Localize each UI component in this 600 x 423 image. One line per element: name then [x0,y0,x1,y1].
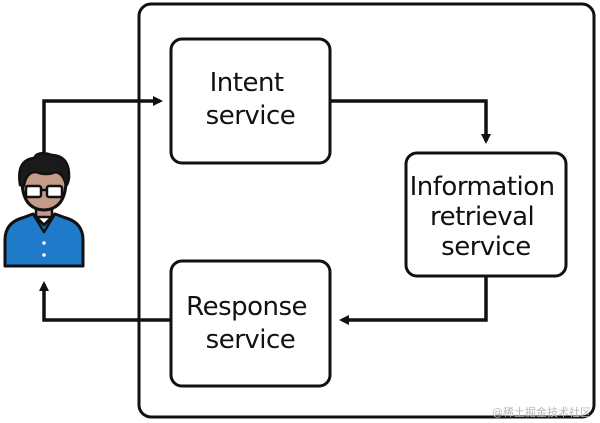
svg-text:Information retrieval: Information retrieval service [410,172,563,262]
svg-text:Response service: Response service [186,292,315,355]
intent-service-label-line2: service [206,101,296,131]
information-retrieval-service-node: Information retrieval service [404,151,568,278]
response-service-label-line2: service [206,325,296,355]
arrow-response-to-user [39,281,171,322]
user-button-2 [42,253,46,257]
information-retrieval-label-line3: service [441,232,531,262]
watermark-text: @稀土掘金技术社区 [492,405,591,419]
arrow-user-to-intent [42,96,163,152]
user-collar [31,213,57,234]
user-shirt [3,212,85,268]
response-service-box [169,259,332,388]
response-service-node: Response service [169,259,332,388]
svg-text:Intent service: Intent service [206,68,296,131]
arrow-intent-to-retrieval [330,99,491,144]
user-glasses-right [45,184,64,199]
arrow-retrieval-to-response [339,276,488,325]
intent-service-label-line1: Intent [210,68,284,98]
information-retrieval-label-line2: retrieval [430,202,534,232]
user-hair [18,151,71,188]
user-button-1 [42,241,46,245]
information-retrieval-label-line1: Information [410,172,555,202]
response-service-label-line1: Response [186,292,307,322]
user-glasses-left [24,184,43,199]
intent-service-node: Intent service [169,37,332,165]
system-boundary [137,2,596,419]
user-avatar-icon [3,151,85,268]
